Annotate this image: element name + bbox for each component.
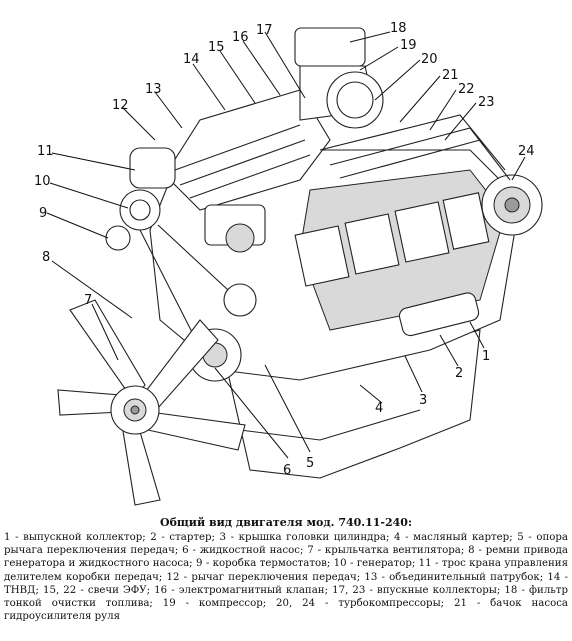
callout-16: 16 (232, 30, 249, 45)
callout-10: 10 (34, 174, 51, 189)
caption-title: Общий вид двигателя мод. 740.11-240: (159, 516, 413, 529)
callout-14: 14 (183, 52, 200, 67)
callout-13: 13 (145, 82, 162, 97)
callout-12: 12 (112, 98, 129, 113)
callout-6: 6 (283, 463, 291, 478)
callout-4: 4 (375, 401, 383, 416)
fan-impeller (57, 299, 246, 506)
engine-diagram: 1 2 3 4 5 6 7 8 9 10 11 12 13 14 15 16 1… (34, 21, 543, 506)
callout-9: 9 (39, 206, 47, 221)
caption-legend-text: 1 - выпускной коллектор; 2 - стартер; 3 … (4, 532, 568, 623)
callout-18: 18 (390, 21, 407, 36)
callout-15: 15 (208, 40, 225, 55)
leader-lines (46, 31, 526, 459)
callout-8: 8 (42, 250, 50, 265)
callout-21: 21 (442, 68, 459, 83)
figure-caption: Общий вид двигателя мод. 740.11-240: 1 -… (4, 516, 568, 623)
callout-22: 22 (458, 82, 475, 97)
callout-2: 2 (455, 366, 463, 381)
callout-20: 20 (421, 52, 438, 67)
callout-23: 23 (478, 95, 495, 110)
callout-3: 3 (419, 393, 427, 408)
callout-5: 5 (306, 456, 314, 471)
callout-19: 19 (400, 38, 417, 53)
callout-11: 11 (37, 144, 54, 159)
callout-17: 17 (256, 23, 273, 38)
callout-24: 24 (518, 144, 535, 159)
callout-7: 7 (84, 293, 92, 308)
callout-labels: 1 2 3 4 5 6 7 8 9 10 11 12 13 14 15 16 1… (34, 21, 535, 478)
engine-drawing (57, 27, 543, 506)
callout-1: 1 (482, 349, 490, 364)
